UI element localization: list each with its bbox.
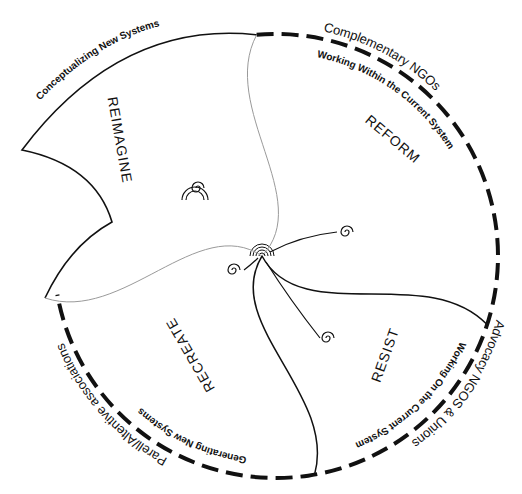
- blade-title: RESIST: [369, 326, 402, 384]
- curl-tendril: [270, 232, 337, 252]
- label-letter: s: [152, 18, 160, 29]
- blade-outline: [22, 33, 257, 298]
- blade-border: [247, 35, 278, 256]
- spiral-curl: [228, 264, 240, 274]
- curl-tendril: [266, 262, 320, 338]
- spiral-curl: [322, 332, 334, 342]
- blade-border: [262, 256, 487, 325]
- blade-title: REFORM: [363, 112, 423, 166]
- blade-title: REIMAGINE: [106, 96, 135, 185]
- concentric-arcs: [182, 187, 208, 200]
- blade-shape: [8, 8, 270, 310]
- blade-region: REIMAGINE: [8, 8, 270, 310]
- blade-region: RESIST: [250, 250, 500, 485]
- blade-region: RECREATE: [40, 250, 325, 485]
- dashed-ring: [57, 34, 498, 478]
- blade-border: [45, 246, 262, 302]
- blade-shape: [40, 250, 325, 485]
- spiral-curl: [341, 226, 353, 236]
- blade-border: [253, 256, 317, 475]
- curl-group: [182, 182, 353, 342]
- blade-title: RECREATE: [163, 315, 217, 394]
